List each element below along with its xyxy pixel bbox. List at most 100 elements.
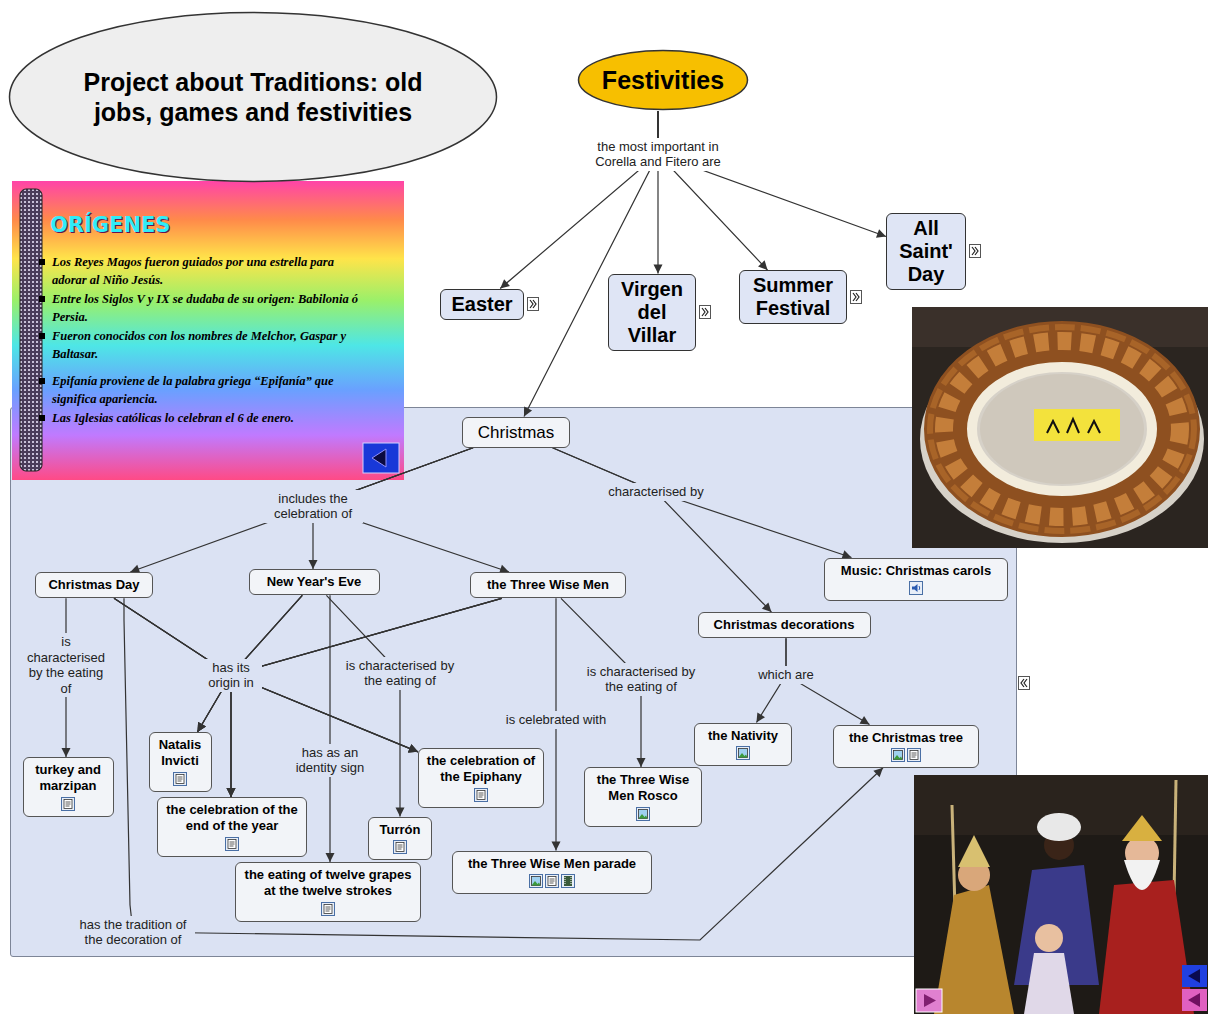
connector-line — [326, 595, 400, 816]
concept-box: turkey and marzipan — [23, 757, 114, 817]
concept-box: the Three Wise Men — [470, 572, 626, 598]
expand-chevrons — [972, 247, 978, 255]
concept-box: the Nativity — [694, 723, 792, 766]
node-text: Project about Traditions: old jobs, game… — [53, 67, 453, 127]
concept-box: New Year's Eve — [249, 569, 380, 595]
node-text: turkey and marzipan — [30, 762, 107, 795]
slide-bullet: Los Reyes Magos fueron guiados por una e… — [52, 253, 370, 289]
expand-chevrons — [853, 293, 859, 301]
node-text: the Three Wise Men parade — [459, 856, 645, 872]
arrowhead — [552, 842, 561, 851]
connector — [197, 598, 501, 732]
arrowhead — [227, 788, 236, 797]
connector-line — [658, 111, 768, 270]
roscon-photo — [912, 307, 1208, 548]
concept-box: Natalis Invicti — [149, 732, 212, 792]
concept-box: the Three Wise Men parade — [452, 851, 652, 894]
ellipse-outline — [8, 11, 498, 183]
topic-ellipse: Festivities — [577, 49, 749, 111]
doc-icon — [225, 837, 239, 851]
arrowhead — [197, 722, 205, 732]
linking-phrase: the most important in Corella and Fitero… — [583, 138, 733, 171]
img-icon — [891, 748, 905, 762]
arrowhead — [408, 744, 418, 752]
concept-box: Christmas decorations — [698, 612, 871, 638]
connector-line — [329, 595, 330, 862]
attachment-icons — [30, 797, 107, 812]
linking-phrase: characterised by — [595, 483, 717, 501]
node-text: All Saint' Day — [893, 217, 959, 286]
collapse-icon — [1018, 676, 1030, 690]
doc-icon — [393, 840, 407, 854]
connector-line — [124, 598, 883, 940]
node-text: Festivities — [588, 65, 738, 95]
doc-icon — [907, 748, 921, 762]
concept-box: the celebration of the end of the year — [157, 797, 307, 857]
expand-icon — [969, 244, 981, 258]
arrowhead — [637, 758, 646, 767]
slide-heading: ORÍGENES — [50, 213, 170, 237]
node-text: the eating of twelve grapes at the twelv… — [242, 867, 414, 900]
arrowhead — [756, 712, 765, 722]
arrowhead — [873, 768, 883, 777]
node-text: the Three Wise Men — [477, 577, 619, 593]
attachment-icons — [242, 902, 414, 917]
expand-frame — [528, 298, 539, 311]
arrowhead — [762, 602, 771, 612]
concept-box: the Three Wise Men Rosco — [584, 767, 702, 827]
slide-bullet: Las Iglesias católicas lo celebran el 6 … — [52, 409, 370, 427]
arrowhead — [62, 748, 71, 757]
linking-phrase: is characterised by the eating of — [583, 663, 699, 696]
expand-icon — [699, 305, 711, 319]
attachment-icons — [831, 581, 1001, 596]
linking-phrase: has as an identity sign — [287, 744, 373, 777]
connector-line — [658, 111, 886, 237]
slide-button — [363, 443, 399, 473]
attachment-icons — [156, 772, 205, 787]
connector — [658, 111, 886, 238]
arrowhead — [876, 229, 886, 237]
concept-box: Turrón — [368, 817, 432, 860]
arrowhead — [524, 406, 532, 416]
sound-icon — [909, 581, 923, 595]
connector-line — [553, 448, 852, 558]
slide-bullet: Epifanía proviene de la palabra griega “… — [52, 372, 370, 408]
arrowhead — [227, 788, 236, 797]
connector — [124, 598, 883, 940]
concept-box: the eating of twelve grapes at the twelv… — [235, 862, 421, 922]
expand-frame — [700, 306, 711, 319]
arrowhead — [758, 260, 767, 270]
expand-frame — [970, 245, 981, 258]
concept-box: Virgen del Villar — [608, 274, 696, 351]
linking-phrase: is characterised by the eating of — [24, 633, 108, 697]
doc-icon — [321, 902, 335, 916]
attachment-icons — [591, 807, 695, 822]
doc-icon — [474, 788, 488, 802]
node-text: Easter — [447, 293, 517, 316]
concept-box: Christmas Day — [35, 572, 153, 598]
node-text: Natalis Invicti — [156, 737, 205, 770]
node-text: Christmas Day — [42, 577, 146, 593]
node-text: Virgen del Villar — [615, 278, 689, 347]
node-text: New Year's Eve — [256, 574, 373, 590]
node-text: the Three Wise Men Rosco — [591, 772, 695, 805]
ellipse-shape — [579, 51, 748, 110]
attachment-icons — [459, 874, 645, 889]
attachment-icons — [425, 788, 537, 803]
slide-bullet: Entre los Siglos V y IX se dudaba de su … — [52, 290, 370, 326]
arrowhead — [326, 853, 335, 862]
doc-icon — [61, 797, 75, 811]
concept-box: Christmas — [462, 417, 570, 448]
slide-bullets: Los Reyes Magos fueron guiados por una e… — [52, 253, 370, 428]
expand-icon — [850, 290, 862, 304]
arrowhead — [859, 716, 869, 724]
linking-phrase: which are — [751, 666, 821, 684]
connector-line — [114, 598, 231, 797]
scroll-strip — [20, 189, 42, 471]
attachment-icons — [840, 748, 972, 763]
concept-box: the celebration of the Epiphany — [418, 748, 544, 808]
linking-phrase: is celebrated with — [491, 711, 621, 729]
film-icon — [561, 874, 575, 888]
img-icon — [529, 874, 543, 888]
attachment-icons — [375, 840, 425, 855]
